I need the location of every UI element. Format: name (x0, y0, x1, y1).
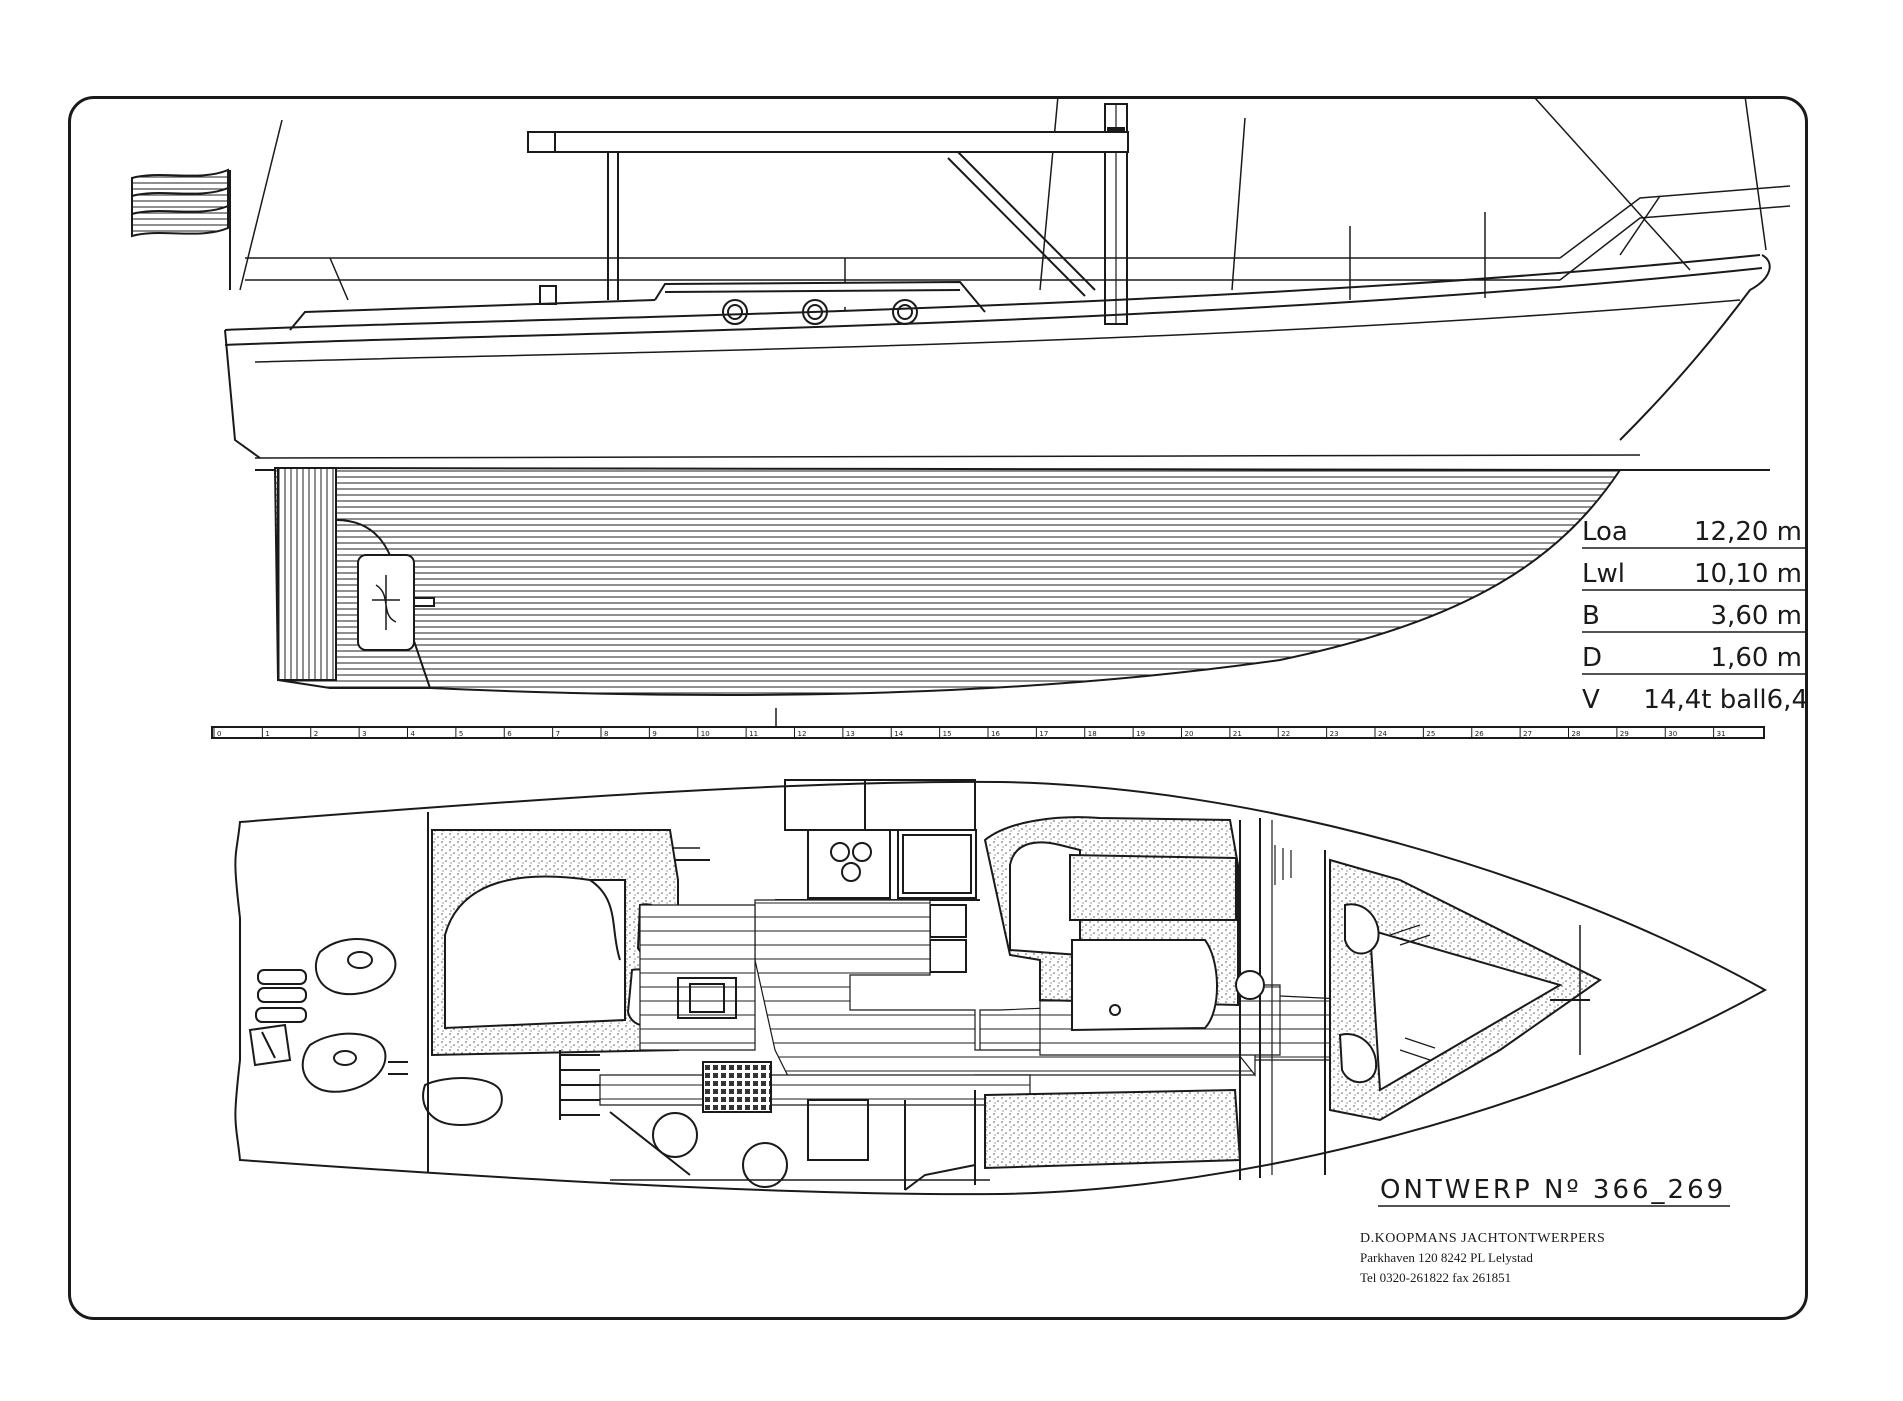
ruler-label: 10 (701, 730, 710, 738)
ruler-label: 0 (217, 730, 221, 738)
design-number: ONTWERP Nº 366_269 (1380, 1175, 1726, 1205)
ruler-label: 22 (1281, 730, 1290, 738)
ruler-label: 3 (362, 730, 366, 738)
ruler-label: 8 (604, 730, 608, 738)
ruler-label: 9 (652, 730, 656, 738)
ruler-label: 14 (894, 730, 903, 738)
spec-value-lwl: 10,10 m (1694, 559, 1802, 589)
ruler-label: 13 (846, 730, 855, 738)
ruler-label: 21 (1233, 730, 1242, 738)
spec-value-displacement: 14,4t ball6,4 (1643, 685, 1808, 715)
side-elevation (131, 95, 1791, 696)
ruler-label: 30 (1668, 730, 1677, 738)
ruler-label: 1 (265, 730, 269, 738)
ruler-label: 19 (1136, 730, 1145, 738)
ruler-label: 6 (507, 730, 512, 738)
spec-value-draft: 1,60 m (1711, 643, 1802, 673)
cockpit-area (248, 938, 503, 1127)
accommodation-plan (234, 779, 1768, 1196)
spec-label-beam: B (1582, 601, 1600, 631)
ruler-label: 7 (556, 730, 560, 738)
spec-value-loa: 12,20 m (1694, 517, 1802, 547)
ruler-label: 16 (991, 730, 1000, 738)
ruler-label: 5 (459, 730, 463, 738)
ruler-label: 27 (1523, 730, 1532, 738)
sheet-border (68, 96, 1808, 1320)
spec-value-beam: 3,60 m (1711, 601, 1802, 631)
title-block: ONTWERP Nº 366_269 D.KOOPMANS JACHTONTWE… (1360, 1175, 1730, 1285)
spec-table: Loa 12,20 m Lwl 10,10 m B 3,60 m D 1,60 … (1582, 517, 1808, 715)
ruler-label: 31 (1717, 730, 1726, 738)
spec-label-lwl: Lwl (1582, 559, 1625, 589)
studio-name: D.KOOPMANS JACHTONTWERPERS (1360, 1231, 1605, 1246)
ruler-label: 29 (1620, 730, 1629, 738)
ruler-label: 2 (314, 730, 318, 738)
ruler-label: 15 (943, 730, 952, 738)
ruler-label: 24 (1378, 730, 1387, 738)
spec-label-loa: Loa (1582, 517, 1628, 547)
spec-label-displacement: V (1582, 685, 1600, 715)
ruler-label: 26 (1475, 730, 1484, 738)
ruler-label: 12 (798, 730, 807, 738)
ruler-label: 20 (1185, 730, 1194, 738)
ruler-label: 28 (1572, 730, 1581, 738)
spec-label-draft: D (1582, 643, 1602, 673)
ruler-label: 4 (411, 730, 416, 738)
ruler-label: 17 (1039, 730, 1048, 738)
studio-address: Parkhaven 120 8242 PL Lelystad (1360, 1250, 1533, 1265)
ruler-label: 11 (749, 730, 758, 738)
ruler-label: 23 (1330, 730, 1339, 738)
studio-phone: Tel 0320-261822 fax 261851 (1360, 1270, 1511, 1285)
ruler-label: 25 (1426, 730, 1435, 738)
ruler-label: 18 (1088, 730, 1097, 738)
